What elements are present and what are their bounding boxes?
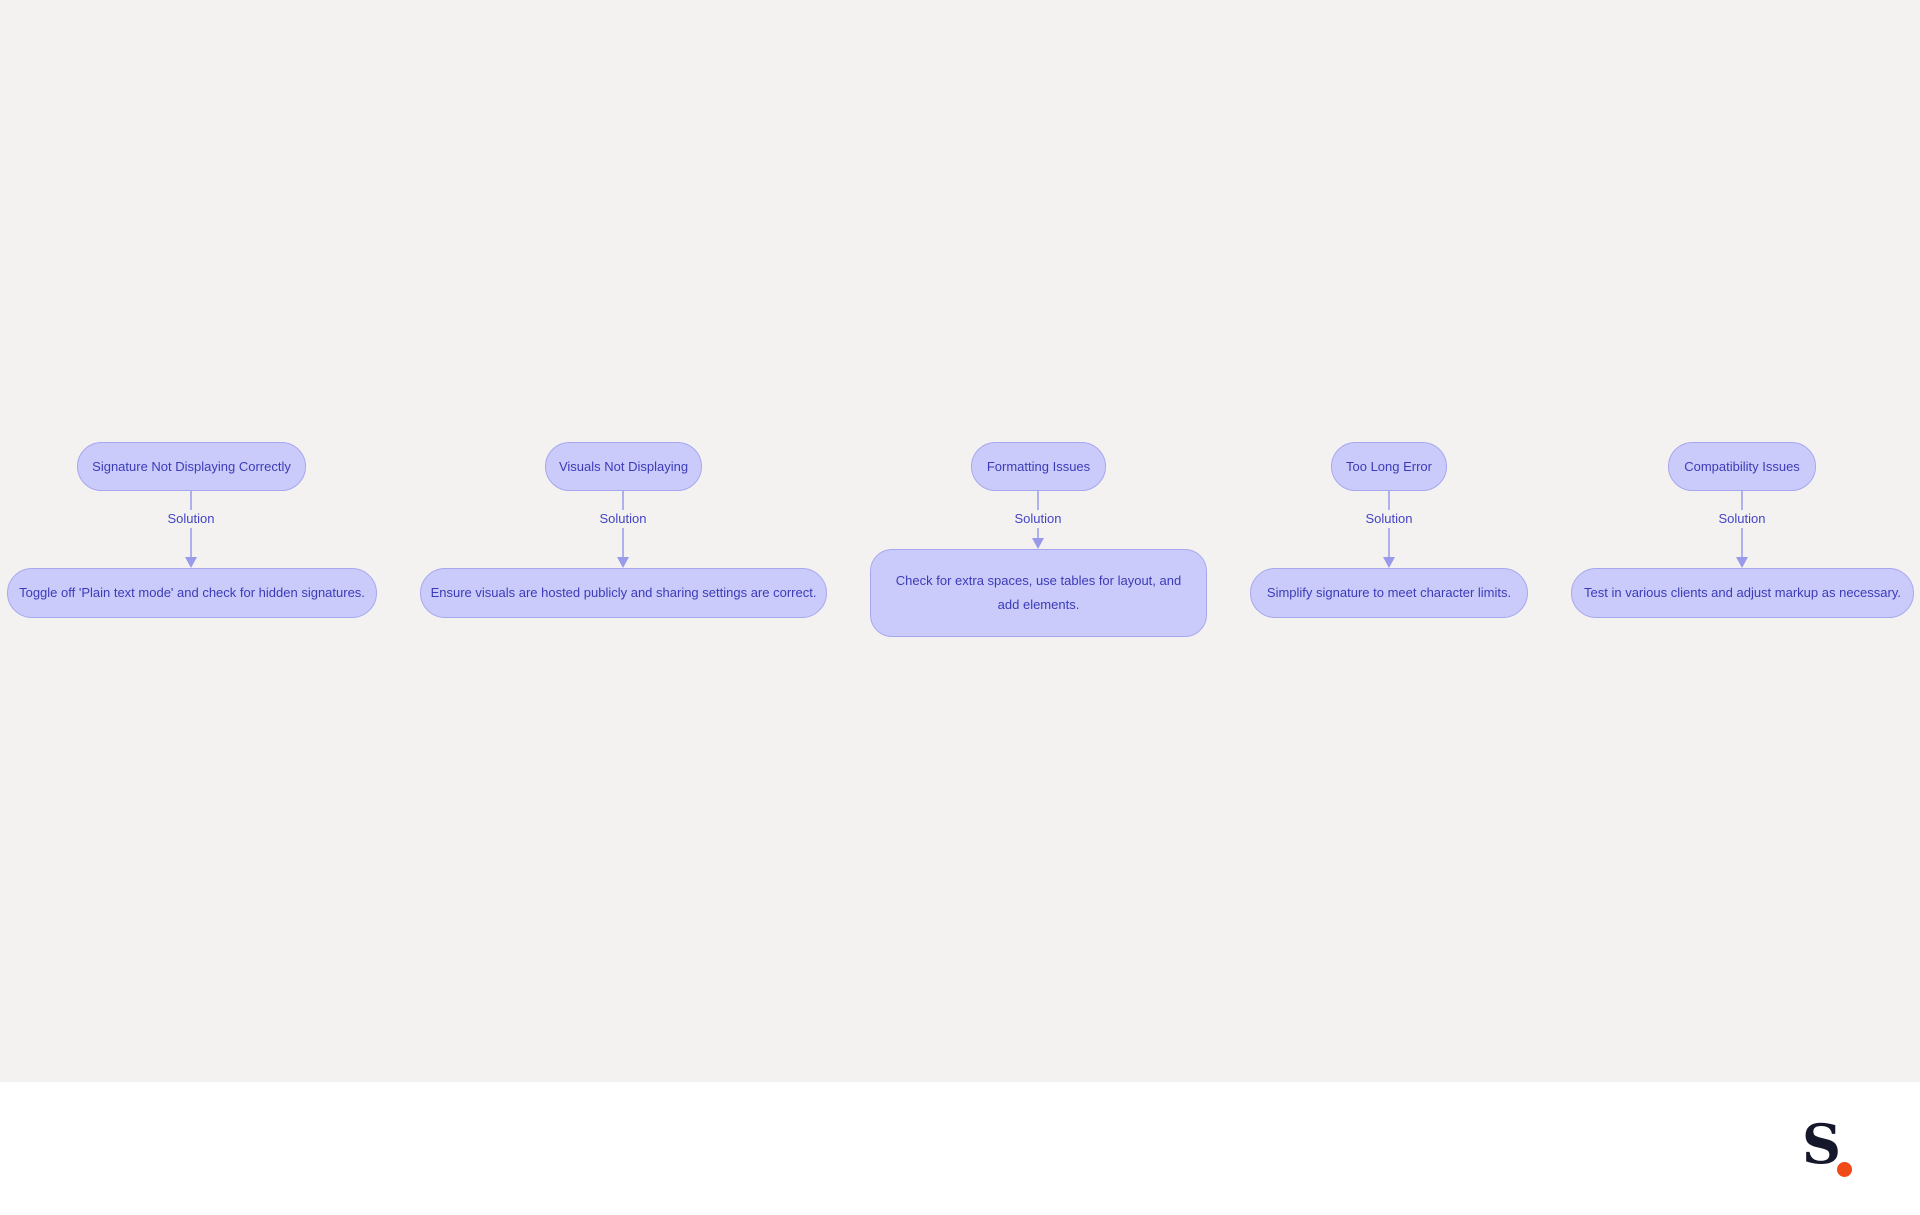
solution-node-toggle-plain-text: Toggle off 'Plain text mode' and check f… <box>7 568 377 618</box>
edge-label-solution: Solution <box>1363 510 1415 528</box>
problem-node-visuals-not-displaying: Visuals Not Displaying <box>545 442 702 491</box>
logo-dot-icon <box>1837 1162 1852 1177</box>
edge-label-solution: Solution <box>597 510 649 528</box>
solution-node-test-various-clients: Test in various clients and adjust marku… <box>1571 568 1914 618</box>
edges-layer <box>185 491 1748 568</box>
edge-label-solution: Solution <box>1716 510 1768 528</box>
solution-node-simplify-signature: Simplify signature to meet character lim… <box>1250 568 1528 618</box>
logo-letter: S <box>1802 1112 1841 1176</box>
diagram-canvas: Signature Not Displaying Correctly Solut… <box>0 0 1920 1082</box>
solution-node-check-extra-spaces: Check for extra spaces, use tables for l… <box>870 549 1207 637</box>
footer <box>0 1082 1920 1215</box>
edge-label-solution: Solution <box>1012 510 1064 528</box>
brand-logo: S <box>1802 1114 1862 1182</box>
edge-0 <box>185 491 197 568</box>
edge-label-solution: Solution <box>165 510 217 528</box>
problem-node-signature-not-displaying: Signature Not Displaying Correctly <box>77 442 306 491</box>
edge-1 <box>617 491 629 568</box>
edge-4 <box>1736 491 1748 568</box>
problem-node-compatibility-issues: Compatibility Issues <box>1668 442 1816 491</box>
edge-3 <box>1383 491 1395 568</box>
solution-node-ensure-visuals-hosted: Ensure visuals are hosted publicly and s… <box>420 568 827 618</box>
problem-node-too-long-error: Too Long Error <box>1331 442 1447 491</box>
problem-node-formatting-issues: Formatting Issues <box>971 442 1106 491</box>
